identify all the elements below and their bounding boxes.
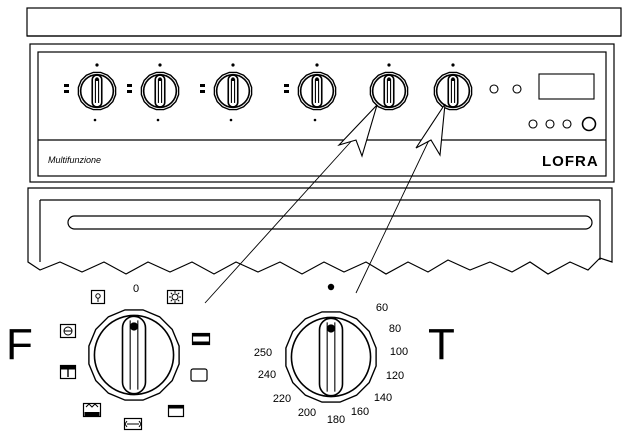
function-knob-marker-dot bbox=[129, 322, 139, 331]
worktop bbox=[26, 7, 622, 37]
hob-knob-marker-dot bbox=[451, 77, 455, 82]
oven-door-handle[interactable] bbox=[67, 215, 593, 230]
brand-logo: LOFRA bbox=[542, 153, 599, 170]
panel-controls bbox=[489, 73, 597, 132]
function-letter: F bbox=[6, 320, 33, 369]
function-knob-face bbox=[93, 314, 175, 396]
hob-knob-marker-dot bbox=[158, 77, 162, 82]
knob-reference-dot bbox=[387, 63, 391, 67]
hob-knob-grip bbox=[91, 74, 103, 108]
hob-knob-marker-dot bbox=[231, 77, 235, 82]
hob-knob-grip bbox=[383, 74, 395, 108]
indicator-light bbox=[512, 84, 522, 94]
burner-position-icon bbox=[200, 90, 205, 93]
burner-position-icon bbox=[64, 90, 69, 93]
script-label: Multifunzione bbox=[48, 155, 101, 165]
control-panel bbox=[29, 43, 615, 183]
temperature-scale-label: 60 bbox=[376, 302, 388, 314]
top-heat-icon bbox=[190, 368, 208, 382]
function-knob[interactable] bbox=[88, 309, 180, 401]
lamp-icon bbox=[90, 289, 106, 305]
fan-icon bbox=[59, 323, 77, 339]
temperature-reference-dot bbox=[327, 283, 335, 291]
panel-knobs bbox=[64, 63, 473, 122]
knob-low-mark bbox=[313, 118, 317, 122]
oven-door bbox=[27, 187, 613, 275]
temperature-scale-label: 140 bbox=[374, 392, 392, 404]
leader-line-function bbox=[204, 135, 357, 304]
temperature-scale-label: 120 bbox=[386, 370, 404, 382]
knob-reference-dot bbox=[315, 63, 319, 67]
temperature-scale-label: 180 bbox=[327, 414, 345, 426]
knob-low-mark bbox=[156, 118, 160, 122]
temperature-knob-face bbox=[290, 316, 372, 398]
temperature-knob-grip bbox=[318, 317, 344, 397]
knob-low-mark bbox=[93, 118, 97, 122]
temperature-scale-label: 200 bbox=[298, 407, 316, 419]
top-bottom-heat-icon bbox=[191, 332, 211, 346]
function-zero-label: 0 bbox=[133, 283, 139, 295]
knob-reference-dot bbox=[231, 63, 235, 67]
defrost-icon bbox=[59, 364, 77, 380]
burner-position-icon bbox=[127, 90, 132, 93]
hob-knob-grip bbox=[154, 74, 166, 108]
hob-knob-marker-dot bbox=[95, 77, 99, 82]
hob-knob-grip bbox=[447, 74, 459, 108]
function-symbols bbox=[59, 289, 211, 431]
temperature-letter: T bbox=[428, 320, 455, 369]
burner-position-icon bbox=[200, 84, 205, 87]
temperature-scale-label: 220 bbox=[273, 393, 291, 405]
temperature-scale-label: 160 bbox=[351, 406, 369, 418]
rotisserie-icon bbox=[166, 289, 184, 305]
hob-knob[interactable] bbox=[127, 63, 180, 122]
control-panel-inner bbox=[37, 51, 607, 177]
knob-reference-dot bbox=[451, 63, 455, 67]
hob-knob[interactable] bbox=[369, 63, 409, 111]
temperature-knob-marker-dot bbox=[326, 324, 336, 333]
temperature-scale-label: 80 bbox=[389, 323, 401, 335]
indicator-light bbox=[489, 84, 499, 94]
arrowhead-temperature bbox=[415, 103, 446, 157]
knob-low-mark bbox=[229, 118, 233, 122]
temperature-knob[interactable] bbox=[285, 311, 377, 403]
knob-reference-dot bbox=[158, 63, 162, 67]
hob-knob-marker-dot bbox=[315, 77, 319, 82]
hob-knob[interactable] bbox=[64, 63, 117, 122]
hob-knob[interactable] bbox=[284, 63, 337, 122]
timer-knob[interactable] bbox=[581, 116, 597, 132]
bottom-heat-icon bbox=[167, 404, 185, 418]
hob-knob-grip bbox=[311, 74, 323, 108]
temperature-scale-label: 240 bbox=[258, 369, 276, 381]
burner-position-icon bbox=[64, 84, 69, 87]
hob-knob-marker-dot bbox=[387, 77, 391, 82]
fan-grill-icon bbox=[123, 417, 143, 431]
burner-position-icon bbox=[127, 84, 132, 87]
leader-line-temperature bbox=[355, 137, 431, 294]
knob-reference-dot bbox=[95, 63, 99, 67]
function-knob-grip bbox=[121, 315, 147, 395]
arrowhead-function bbox=[337, 104, 378, 158]
timer-button[interactable] bbox=[562, 119, 572, 129]
hob-knob[interactable] bbox=[433, 63, 473, 111]
timer-button[interactable] bbox=[545, 119, 555, 129]
hob-knob-grip bbox=[227, 74, 239, 108]
timer-button[interactable] bbox=[528, 119, 538, 129]
grill-icon bbox=[82, 402, 102, 418]
temperature-scale-label: 100 bbox=[390, 346, 408, 358]
hob-knob[interactable] bbox=[200, 63, 253, 122]
timer-display bbox=[538, 73, 595, 100]
burner-position-icon bbox=[284, 90, 289, 93]
cooker-body bbox=[26, 7, 622, 275]
temperature-scale-label: 250 bbox=[254, 347, 272, 359]
burner-position-icon bbox=[284, 84, 289, 87]
leader-lines bbox=[204, 103, 446, 304]
